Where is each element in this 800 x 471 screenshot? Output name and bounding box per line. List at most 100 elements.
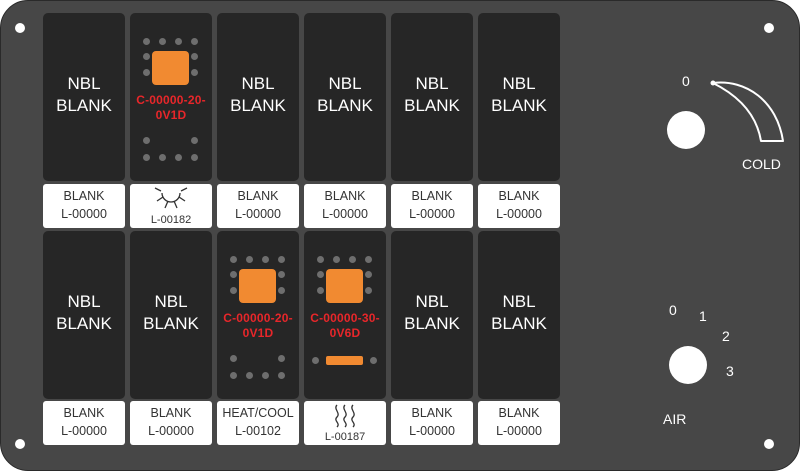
led-dot xyxy=(262,256,269,263)
label-line-2: L-00182 xyxy=(150,214,192,226)
air-position-3: 3 xyxy=(726,363,734,379)
label-line-2: L-00187 xyxy=(324,431,366,443)
led-dot xyxy=(191,38,198,45)
label-line-1: BLANK xyxy=(63,189,105,203)
switch-label-r1c1: BLANK L-00000 xyxy=(43,184,125,228)
label-line-1: BLANK xyxy=(498,189,540,203)
led-dot xyxy=(191,53,198,60)
led-dot xyxy=(365,271,372,278)
label-line-1: BLANK xyxy=(150,406,192,420)
mount-hole-top-right xyxy=(764,23,774,33)
led-dot xyxy=(230,372,237,379)
label-line-1: HEAT/COOL xyxy=(222,406,294,420)
temperature-knob[interactable] xyxy=(667,111,705,149)
led-dot xyxy=(278,355,285,362)
indicator-led xyxy=(326,269,363,303)
led-dot xyxy=(143,53,150,60)
label-line-2: L-00000 xyxy=(61,207,107,221)
indicator-led xyxy=(239,269,276,303)
temp-max-label: COLD xyxy=(742,156,781,172)
led-dot xyxy=(175,154,182,161)
mount-hole-top-left xyxy=(15,23,25,33)
switch-r1c2[interactable]: C-00000-20-0V1D xyxy=(130,13,212,181)
led-dot xyxy=(317,256,324,263)
led-dot xyxy=(191,154,198,161)
led-dot xyxy=(159,154,166,161)
led-dot xyxy=(312,357,319,364)
label-line-2: L-00000 xyxy=(148,424,194,438)
led-dot xyxy=(370,357,377,364)
switch-label-r1c2: L-00182 xyxy=(130,184,212,228)
led-dot xyxy=(349,256,356,263)
led-dot xyxy=(317,271,324,278)
indicator-led xyxy=(152,51,189,85)
air-position-0: 0 xyxy=(669,302,677,318)
label-line-2: L-00102 xyxy=(235,424,281,438)
led-dot xyxy=(159,38,166,45)
led-dot xyxy=(230,287,237,294)
led-dot xyxy=(230,271,237,278)
label-line-2: L-00000 xyxy=(61,424,107,438)
led-dot xyxy=(191,137,198,144)
led-dot xyxy=(262,372,269,379)
led-dot xyxy=(278,287,285,294)
switch-label-r2c6: BLANK L-00000 xyxy=(478,401,560,445)
label-line-1: BLANK xyxy=(237,189,279,203)
heat-waves-icon xyxy=(335,404,355,428)
switch-r2c3[interactable]: C-00000-20-0V1D xyxy=(217,231,299,399)
label-line-2: L-00000 xyxy=(496,424,542,438)
label-line-1: BLANK xyxy=(411,406,453,420)
air-position-1: 1 xyxy=(699,308,707,324)
label-line-2: L-00000 xyxy=(409,424,455,438)
led-dot xyxy=(246,256,253,263)
led-dot xyxy=(143,137,150,144)
led-dot xyxy=(365,256,372,263)
label-line-2: L-00000 xyxy=(235,207,281,221)
led-dot xyxy=(143,69,150,76)
temperature-scale-icon xyxy=(710,80,784,142)
switch-label-r2c3: HEAT/COOL L-00102 xyxy=(217,401,299,445)
temp-min-label: 0 xyxy=(682,73,690,89)
led-dot xyxy=(317,287,324,294)
switch-label-r2c5: BLANK L-00000 xyxy=(391,401,473,445)
switch-label-r1c6: BLANK L-00000 xyxy=(478,184,560,228)
part-code: C-00000-20-0V1D xyxy=(223,311,293,340)
air-knob[interactable] xyxy=(669,346,707,384)
switch-label-r1c5: BLANK L-00000 xyxy=(391,184,473,228)
mount-hole-bottom-left xyxy=(15,439,25,449)
led-dot xyxy=(278,372,285,379)
led-dot xyxy=(230,355,237,362)
led-dot xyxy=(365,287,372,294)
led-dot xyxy=(143,38,150,45)
switch-label-r2c4: L-00187 xyxy=(304,401,386,445)
switch-r2c4[interactable]: C-00000-30-0V6D xyxy=(304,231,386,399)
part-code: C-00000-20-0V1D xyxy=(136,93,206,122)
part-code: C-00000-30-0V6D xyxy=(310,311,380,340)
led-dot xyxy=(175,38,182,45)
indicator-bar xyxy=(326,356,363,365)
label-line-1: BLANK xyxy=(411,189,453,203)
switch-label-r2c2: BLANK L-00000 xyxy=(130,401,212,445)
mount-hole-bottom-right xyxy=(764,439,774,449)
label-line-2: L-00000 xyxy=(409,207,455,221)
led-dot xyxy=(278,271,285,278)
led-dot xyxy=(143,154,150,161)
